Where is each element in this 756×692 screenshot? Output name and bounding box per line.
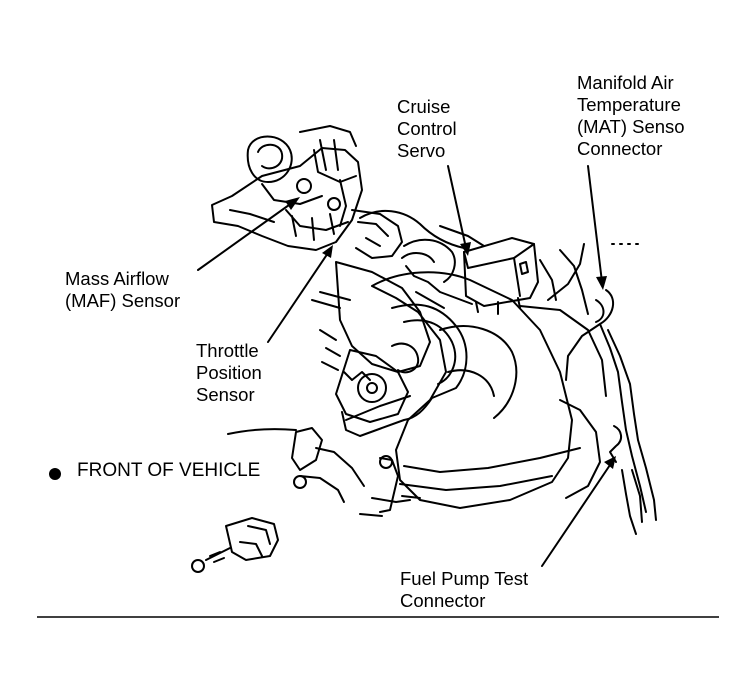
wiring-harness [359,209,473,309]
tps-leader-arrow [267,249,331,343]
tps-label-line-1: Throttle [196,340,259,361]
front-of-vehicle-label: FRONT OF VEHICLE [77,460,260,482]
cruise-control-servo-label: Cruise Control Servo [397,96,457,162]
fuel-pump-arrowhead [604,456,616,469]
tps-arrowhead [322,245,333,258]
detached-bracket [191,517,279,573]
mat-label-line-2: Temperature [577,94,681,115]
front-of-vehicle-bullet [49,468,61,480]
fuel-label-line-2: Connector [400,590,486,611]
throttle-body [319,261,431,423]
fuel-label-line-1: Fuel Pump Test [400,568,529,589]
leader-arrows [197,165,613,567]
fuel-pump-test-connector-label: Fuel Pump Test Connector [400,568,528,612]
front-of-vehicle-text: FRONT OF VEHICLE [77,460,261,481]
background-outlines [227,243,641,517]
maf-label-line-2: (MAF) Sensor [65,290,181,311]
maf-sensor-assembly [211,125,403,259]
cruise-label-line-2: Control [397,118,457,139]
cruise-arrowhead [460,242,471,256]
mat-label-line-1: Manifold Air [577,72,674,93]
fuel-pump-leader-arrow [541,461,613,567]
cruise-control-servo [439,225,539,315]
cruise-label-line-3: Servo [397,140,446,161]
maf-sensor-label: Mass Airflow (MAF) Sensor [65,268,180,312]
maf-leader-arrow [197,199,297,271]
lower-brackets [291,427,421,513]
intake-plenum [371,243,607,509]
tps-label-line-3: Sensor [196,384,255,405]
air-duct [341,303,468,437]
mat-harness [539,249,657,535]
mat-label-line-3: (MAT) Senso [577,116,685,137]
cruise-label-line-1: Cruise [397,96,451,117]
mat-leader-arrow [587,165,603,283]
mat-sensor-connector-label: Manifold Air Temperature (MAT) Senso Con… [577,72,685,160]
mat-arrowhead [596,276,607,290]
tps-label-line-2: Position [196,362,262,383]
mat-label-line-4: Connector [577,138,663,159]
maf-label-line-1: Mass Airflow [65,268,169,289]
throttle-position-sensor-label: Throttle Position Sensor [196,340,262,406]
cruise-leader-arrow [447,165,467,249]
maf-arrowhead [285,197,300,210]
